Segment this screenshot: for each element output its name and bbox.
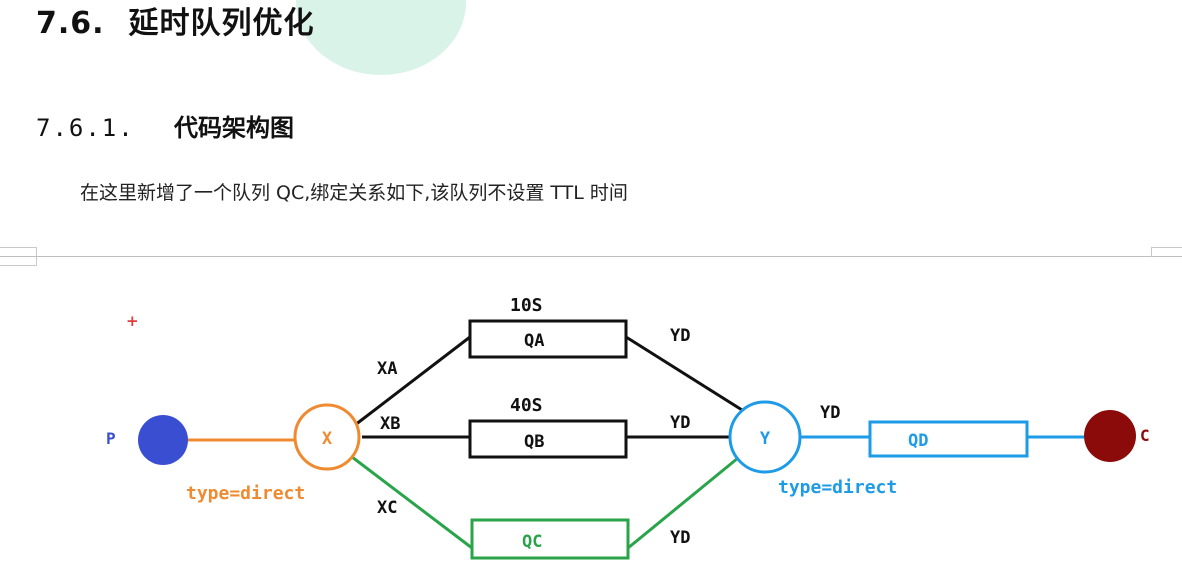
queue-qc: [470, 518, 630, 560]
heading-text: 延时队列优化: [128, 6, 315, 41]
cursor-crosshair-icon: +: [126, 312, 139, 330]
page-break-marker-right: [1151, 247, 1182, 257]
body-paragraph: 在这里新增了一个队列 QC,绑定关系如下,该队列不设置 TTL 时间: [80, 182, 628, 204]
qc-to-y-line: [627, 456, 739, 550]
qa-ttl-label: 10S: [510, 295, 543, 316]
exchange-x-type: type=direct: [186, 483, 305, 504]
producer-label: P: [106, 429, 116, 448]
queue-qb: [468, 419, 628, 459]
producer-node: [138, 415, 188, 465]
queue-qb-label: QB: [524, 432, 544, 452]
queue-qd: [868, 420, 1029, 458]
heading-number: 7.6.: [36, 6, 105, 41]
binding-xa-label: XA: [377, 359, 397, 379]
x-to-qc-line: [351, 455, 473, 550]
x-to-qa-line: [354, 335, 471, 427]
binding-xc-label: XC: [377, 498, 397, 518]
consumer-label: C: [1140, 426, 1150, 445]
queue-qa: [468, 319, 628, 359]
qc-dead-letter-label: YD: [670, 528, 690, 548]
page-heading: 7.6. 延时队列优化: [36, 0, 315, 42]
section-number: 7.6.1.: [36, 114, 135, 142]
queue-qd-label: QD: [908, 431, 928, 451]
exchange-y-type: type=direct: [778, 477, 897, 498]
exchange-x-node: [293, 403, 361, 471]
qd-binding-label: YD: [820, 403, 840, 423]
exchange-y-node: [728, 400, 802, 474]
consumer-node: [1084, 410, 1136, 462]
architecture-diagram: P X type=direct 10S QA 40S QB QC XA XB X…: [106, 295, 1150, 560]
section-title: 代码架构图: [174, 114, 294, 142]
watermark-logo: [296, 0, 466, 75]
qa-dead-letter-label: YD: [670, 326, 690, 346]
queue-qa-label: QA: [524, 331, 544, 351]
queue-qc-label: QC: [522, 532, 542, 552]
qb-dead-letter-label: YD: [670, 413, 690, 433]
exchange-x-label: X: [322, 429, 333, 449]
qb-ttl-label: 40S: [510, 395, 543, 416]
page-separator: [0, 256, 1182, 257]
binding-xb-label: XB: [380, 414, 400, 434]
qa-to-y-line: [625, 335, 751, 417]
exchange-y-label: Y: [760, 429, 771, 449]
section-heading: 7.6.1. 代码架构图: [36, 108, 294, 143]
